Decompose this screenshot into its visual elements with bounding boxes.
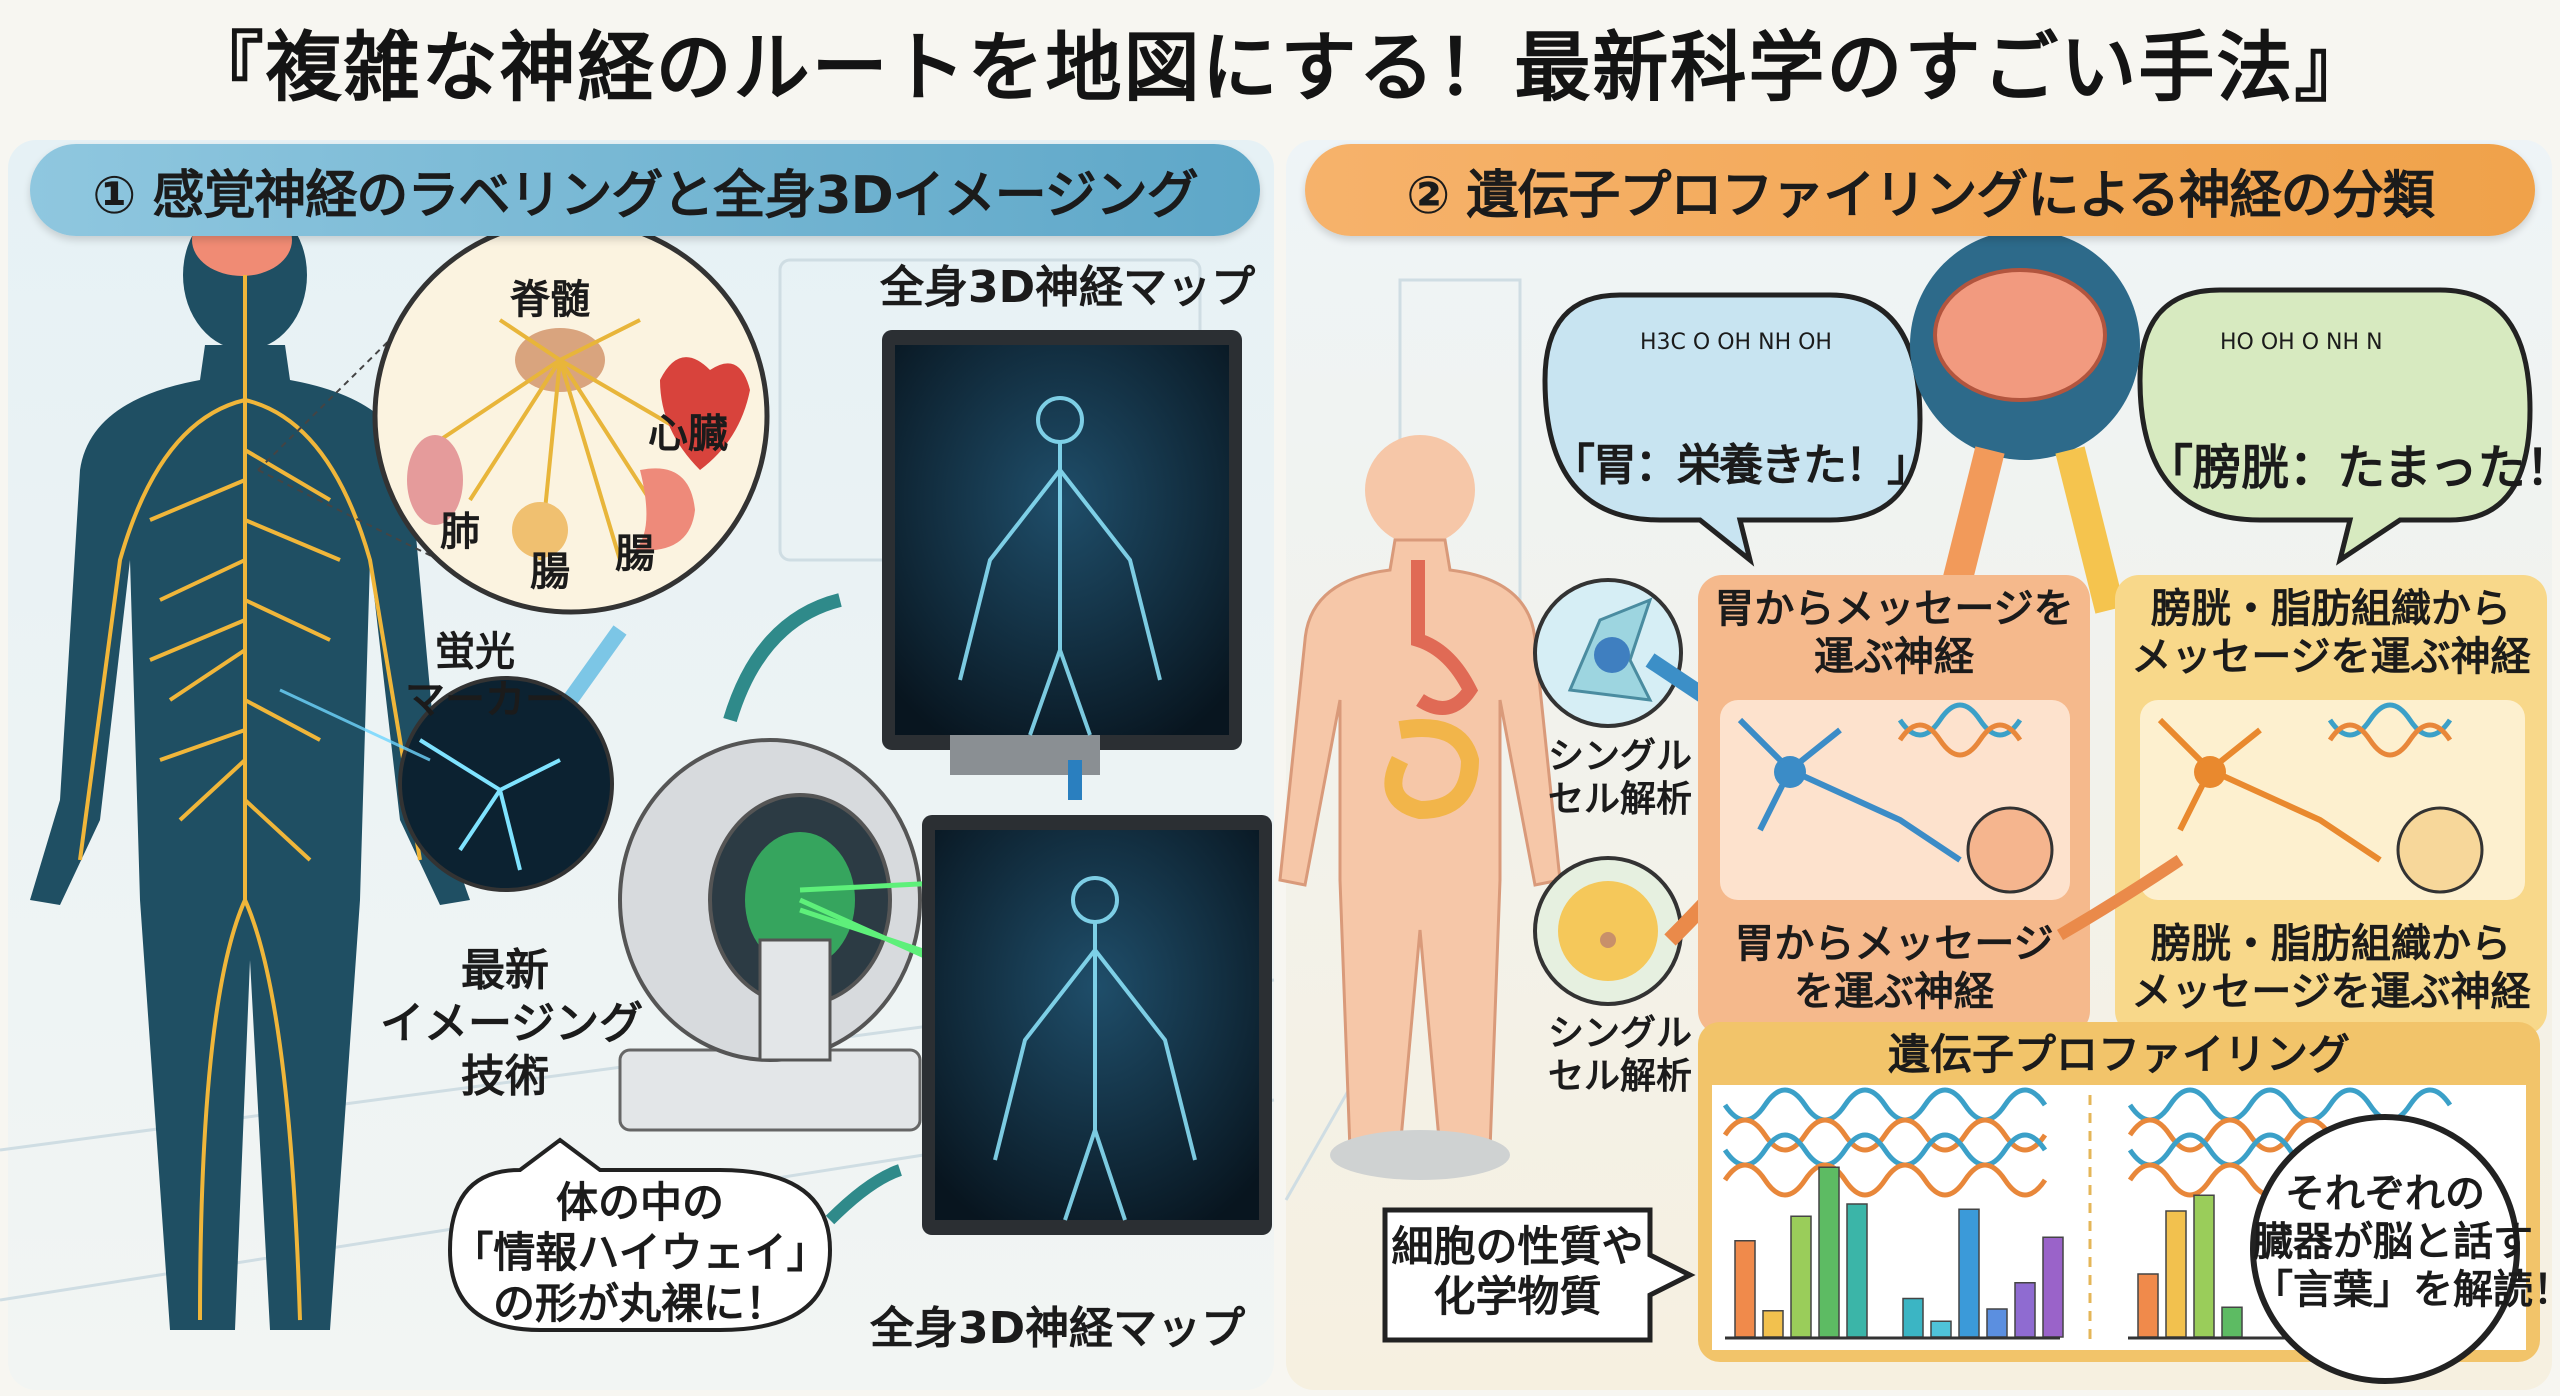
stomach-icon [635,468,695,551]
dna-strand [1722,1117,2048,1153]
organ-inset-circle [372,217,770,615]
bar [1958,1208,1980,1338]
label-heart: 心臓 [648,411,728,457]
bladder-icon [2396,806,2484,894]
label-intestine: 腸 [615,531,655,577]
bladder-box-title: 膀胱・脂肪組織からメッセージを運ぶ神経 [2131,586,2531,680]
imaging-machine [618,738,1002,1132]
bubble-highway-text: 体の中の「情報ハイウェイ」の形が丸裸に！ [451,1178,829,1328]
bar [2165,1210,2187,1338]
label-spinal-cord: 脊髄 [510,277,590,323]
bar [1818,1166,1840,1338]
intestine-icon [512,502,568,558]
dna-strand [1722,1087,2048,1123]
label-imaging-tech: 最新イメージング技術 [380,945,644,1102]
bubble-stomach-text: 「胃：栄養きた！」 [1551,440,1931,491]
bar [1846,1203,1868,1338]
conclusion-circle [2250,1114,2520,1384]
bar [2042,1236,2064,1338]
xray-nervous-system [958,396,1197,1221]
bladder-box-caption: 膀胱・脂肪組織からメッセージを運ぶ神経 [2131,921,2531,1015]
bar [1762,1310,1784,1338]
bar [1790,1215,1812,1338]
dna-strand [1722,1132,2048,1168]
arrow-bubble [825,1164,903,1225]
arrow-yellow-to-brain [2055,446,2125,614]
label-single-cell-1: シングルセル解析 [1547,736,1692,821]
page-title: 『複雑な神経のルートを地図にする！最新科学のすごい手法』 [187,23,2373,112]
lung-icon [407,435,463,525]
arrow-to-monitor [723,593,842,723]
conclusion-text: それぞれの臓器が脳と話す「言葉」を解読！ [2253,1171,2560,1313]
section-header-2: ② 遺伝子プロファイリングによる神経の分類 [1305,144,2535,236]
label-lung: 肺 [440,509,480,555]
bar [1902,1297,1924,1338]
human-body-front [1278,435,1562,1180]
bar [1930,1320,1952,1338]
stomach-box-title: 胃からメッセージを運ぶ神経 [1714,586,2074,680]
bubble-bladder-text: 「膀胱：たまった！」 [2145,440,2560,496]
stomach-box-caption: 胃からメッセージを運ぶ神経 [1734,921,2054,1015]
speech-bubble-bladder [2137,287,2533,566]
stomach-icon-2 [1966,806,2054,894]
bar [2221,1306,2243,1338]
bar [2137,1273,2159,1338]
bar [1986,1308,2008,1338]
bar [1734,1240,1756,1338]
callout-box [1382,1207,1696,1343]
brain-icon [1933,268,2107,402]
fluorescent-closeup [398,676,614,892]
label-single-cell-2: シングルセル解析 [1547,1013,1692,1098]
bar-chart-left [1734,1166,2064,1338]
dna-strand [1722,1162,2048,1198]
dna-icons [1897,702,2453,758]
bar [2193,1194,2215,1338]
speech-bubble-highway [447,1137,833,1332]
label-intestine: 腸 [530,549,570,595]
label-monitor-top: 全身3D神経マップ [880,262,1256,313]
section-header-1: ① 感覚神経のラベリングと全身3Dイメージング [30,144,1260,236]
bar [2014,1282,2036,1338]
molecule-right: HO OH O NH N [2220,330,2383,355]
bar-chart-right [2137,1194,2243,1338]
gene-profiling-title: 遺伝子プロファイリング [1887,1030,2350,1079]
label-monitor-bottom: 全身3D神経マップ [870,1303,1246,1354]
label-marker: 蛍光マーカー [405,629,565,723]
callout-text: 細胞の性質や化学物質 [1391,1222,1644,1322]
heart-icon [660,357,750,470]
molecule-left: H3C O OH NH OH [1640,330,1832,355]
